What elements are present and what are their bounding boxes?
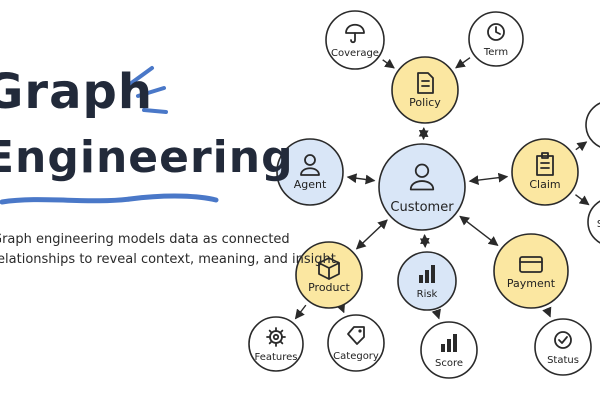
node-features-label: Features <box>255 352 298 363</box>
node-policy[interactable]: Policy <box>392 57 458 123</box>
node-claim-child-1-circle <box>586 101 600 149</box>
edge-customer-agent <box>348 177 375 181</box>
node-customer-circle <box>379 144 465 230</box>
node-term-label: Term <box>483 47 508 58</box>
tagline: Graph engineering models data as connect… <box>0 230 292 270</box>
edge-customer-payment <box>460 216 498 245</box>
node-claim-circle <box>512 139 578 205</box>
node-policy-label: Policy <box>409 96 441 109</box>
node-claim-child-1[interactable] <box>586 101 600 149</box>
edge-payment-status <box>547 310 550 317</box>
title-line-2: Engineering <box>0 132 294 183</box>
node-payment[interactable]: Payment <box>494 234 568 308</box>
edge-product-features <box>295 305 305 318</box>
edge-customer-risk <box>425 235 426 247</box>
node-agent-label: Agent <box>294 178 327 191</box>
node-payment-circle <box>494 234 568 308</box>
node-product-label: Product <box>308 281 350 294</box>
node-category[interactable]: Category <box>328 315 384 371</box>
node-status-circle <box>535 319 591 375</box>
node-claim[interactable]: Claim <box>512 139 578 205</box>
edge-risk-score <box>437 313 439 318</box>
node-claim-label: Claim <box>529 178 560 191</box>
edge-claim-claim-child-2 <box>575 195 588 205</box>
node-features[interactable]: Features <box>249 317 303 371</box>
node-status[interactable]: Status <box>535 319 591 375</box>
node-payment-label: Payment <box>507 277 556 290</box>
title-underline <box>0 190 220 210</box>
edge-product-category <box>343 310 344 312</box>
node-risk[interactable]: Risk <box>398 252 456 310</box>
node-claim-child-2[interactable]: S <box>588 198 600 246</box>
node-status-label: Status <box>547 355 579 366</box>
tagline-line-1: Graph engineering models data as connect… <box>0 230 292 250</box>
node-score-label: Score <box>435 358 463 369</box>
node-risk-label: Risk <box>417 289 438 300</box>
node-score[interactable]: Score <box>421 322 477 378</box>
edge-customer-product <box>357 220 388 249</box>
node-term[interactable]: Term <box>469 12 523 66</box>
tagline-line-2: relationships to reveal context, meaning… <box>0 250 292 270</box>
node-customer-label: Customer <box>390 200 454 215</box>
node-customer[interactable]: Customer <box>379 144 465 230</box>
title-line-1: Graph <box>0 64 153 120</box>
edge-claim-claim-child-1 <box>576 142 587 150</box>
node-coverage[interactable]: Coverage <box>326 11 384 69</box>
edge-customer-claim <box>470 177 508 182</box>
node-category-label: Category <box>333 351 379 362</box>
edge-term-policy <box>456 58 470 68</box>
node-policy-circle <box>392 57 458 123</box>
edge-coverage-policy <box>383 60 394 68</box>
node-coverage-label: Coverage <box>331 48 379 59</box>
